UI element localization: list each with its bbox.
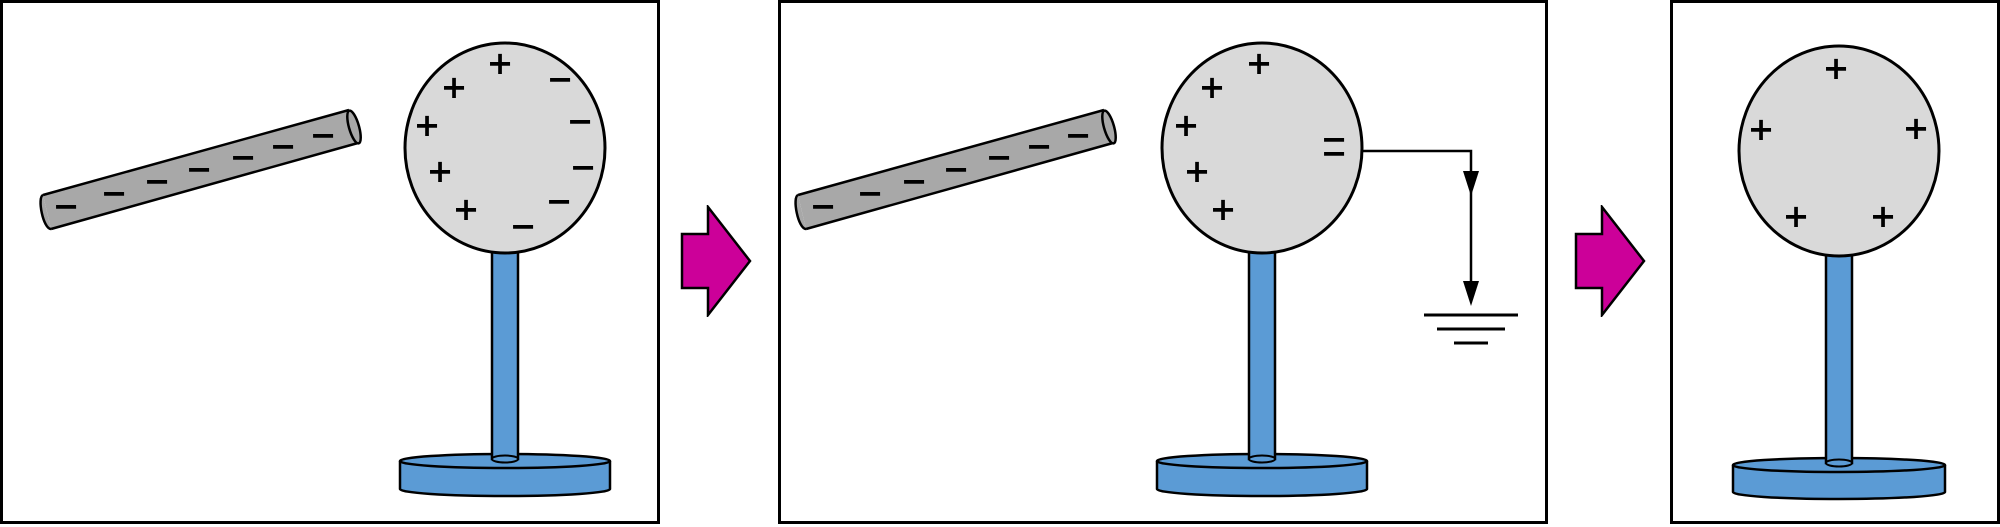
- positive-charge: +: [1210, 190, 1237, 228]
- negative-charge: −: [53, 187, 80, 225]
- positive-charge: +: [1199, 68, 1226, 106]
- ground-icon: [1424, 313, 1518, 345]
- next-step-arrow-icon: [1574, 205, 1646, 317]
- positive-charge: +: [1870, 197, 1897, 235]
- panel-1-drawing: − − − − − − − + + + + + − − − − −: [39, 41, 612, 498]
- negative-charge: −: [810, 187, 837, 225]
- metal-sphere: [1160, 41, 1364, 255]
- negative-charge: −: [1321, 134, 1348, 172]
- metal-sphere: [403, 41, 607, 255]
- stand-post: [490, 239, 520, 464]
- positive-charge: +: [441, 68, 468, 106]
- panel-2-drawing: − − − − − − − + + + + + − −: [794, 41, 1518, 498]
- negative-charge: −: [144, 162, 171, 200]
- negative-charge: −: [570, 148, 597, 186]
- negative-charge: −: [1026, 127, 1053, 165]
- negative-charge: −: [510, 207, 537, 245]
- positive-charge: +: [1823, 49, 1850, 87]
- next-step-arrow-icon: [680, 205, 752, 317]
- positive-charge: +: [1246, 44, 1273, 82]
- negative-charge: −: [943, 150, 970, 188]
- negative-charge: −: [901, 162, 928, 200]
- positive-charge: +: [487, 44, 514, 82]
- negative-charge: −: [101, 174, 128, 212]
- negative-charge: −: [567, 102, 594, 140]
- charged-rod: [39, 108, 362, 231]
- positive-charge: +: [1903, 109, 1930, 147]
- panel-sphere-grounded-with-rod: − − − − − − − + + + + + − −: [778, 0, 1548, 524]
- positive-charge: +: [1173, 106, 1200, 144]
- panel-sphere-left-positively-charged: + + + + +: [1670, 0, 2000, 524]
- negative-charge: −: [546, 182, 573, 220]
- negative-charge: −: [310, 116, 337, 154]
- negative-charge: −: [857, 174, 884, 212]
- sphere-negative-charges: − −: [1321, 120, 1348, 172]
- positive-charge: +: [1783, 197, 1810, 235]
- panel-charged-rod-near-sphere: − − − − − − − + + + + + − − − − −: [0, 0, 660, 524]
- negative-charge: −: [986, 138, 1013, 176]
- negative-charge: −: [186, 150, 213, 188]
- negative-charge: −: [230, 138, 257, 176]
- rod-negative-charges: − − − − − − −: [53, 116, 337, 225]
- negative-charge: −: [270, 127, 297, 165]
- positive-charge: +: [453, 190, 480, 228]
- negative-charge: −: [1321, 120, 1348, 158]
- negative-charge: −: [1065, 116, 1092, 154]
- panel-3-drawing: + + + + +: [1731, 44, 1947, 501]
- sphere-negative-charges: − − − − −: [510, 60, 597, 245]
- positive-charge: +: [1748, 110, 1775, 148]
- positive-charge: +: [414, 106, 441, 144]
- ground-wire: [1362, 149, 1479, 306]
- negative-charge: −: [547, 60, 574, 98]
- sphere-positive-charges: + + + + +: [414, 44, 514, 228]
- positive-charge: +: [1184, 152, 1211, 190]
- rod-negative-charges: − − − − − − −: [810, 116, 1092, 225]
- stand-post: [1247, 239, 1277, 464]
- charged-rod: [794, 108, 1117, 231]
- sphere-positive-charges: + + + + +: [1748, 49, 1930, 235]
- metal-sphere: [1737, 44, 1941, 258]
- positive-charge: +: [427, 152, 454, 190]
- stand-post: [1824, 245, 1854, 468]
- sphere-positive-charges: + + + + +: [1173, 44, 1273, 228]
